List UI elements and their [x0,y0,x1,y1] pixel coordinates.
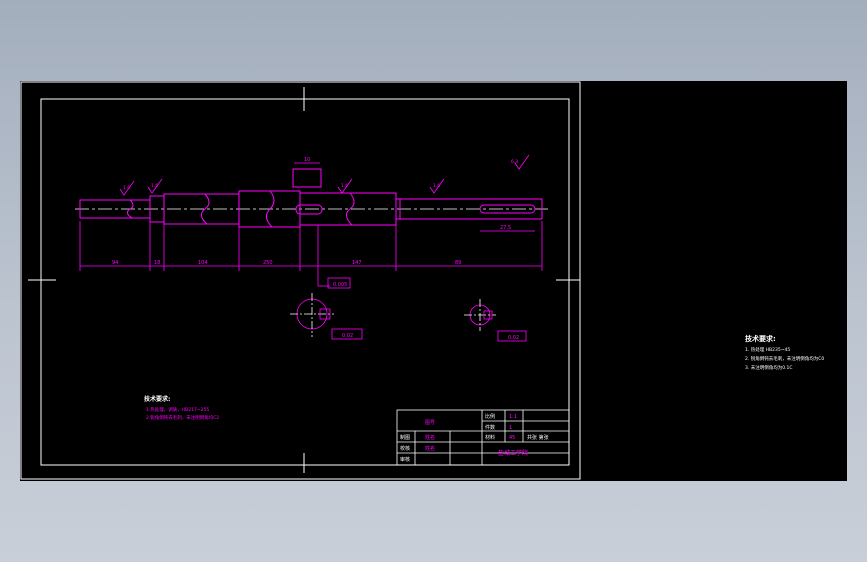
notes-right-line-2: 2. 锐角倒钝去毛刺，未注明倒角均为C0 [745,355,824,362]
notes-left-line-1: 1.热处理，调质，HB217~255 [146,406,209,413]
roughness-symbols [119,154,530,196]
dim-94: 94 [112,260,118,266]
notes-left: 技术要求: 1.热处理，调质，HB217~255 2.锐角倒钝去毛刺，未注明倒角… [144,395,219,421]
notes-left-heading: 技术要求: [144,395,170,403]
dimension-lines [79,162,543,287]
centering-marks [28,87,580,473]
sheet-outer-border [20,81,581,480]
tb-school: 盐城工学院 [498,449,528,457]
length-dims: 94 18 104 250 147 89 27.5 10 [112,157,511,266]
dim-top-key: 10 [304,157,310,163]
notes-right-line-1: 1. 热处理 HB235~45 [745,346,790,353]
roughness-2: 1.6 [151,183,158,189]
roughness-1: 1.6 [123,185,130,191]
tb-val-2: 姓名 [425,445,435,452]
runout-value: 0.005 [333,282,347,288]
tb-scale-value: 1:1 [509,414,517,420]
tb-material-label: 材料 [485,434,495,441]
dim-89: 89 [455,260,461,266]
dim-keyway: 27.5 [500,225,511,231]
dim-104: 104 [198,260,208,266]
section-view-2 [464,299,527,342]
roughness-general: 6.3 [511,159,518,165]
dim-147: 147 [352,260,362,266]
section-1-tol: 0.02 [342,333,353,339]
notes-left-line-2: 2.锐角倒钝去毛刺，未注明倒角均C2 [146,414,219,421]
sheet-inner-border [40,98,570,466]
notes-right: 技术要求: 1. 热处理 HB235~45 2. 锐角倒钝去毛刺，未注明倒角均为… [745,334,824,371]
section-view-1 [290,293,363,340]
dim-18: 18 [154,260,160,266]
tb-sheet: 共张 第张 [527,434,549,441]
tb-row-2: 校核 [400,445,410,452]
roughness-3: 1.6 [341,183,348,189]
tb-drawing-label: 图号 [425,420,435,426]
title-block [396,409,570,466]
tb-material-value: 45 [509,435,515,441]
section-2-tol: 0.02 [508,335,519,341]
cad-viewport[interactable]: 94 18 104 250 147 89 27.5 10 0.005 1.6 1… [20,81,847,481]
tb-val-1: 姓名 [425,434,435,441]
tb-count-value: 1 [509,425,512,431]
roughness-4: 1.6 [433,183,440,189]
dim-250: 250 [263,260,273,266]
tb-count-label: 件数 [485,424,495,431]
notes-right-heading: 技术要求: [745,334,776,343]
tb-row-1: 制图 [400,434,410,441]
shaft-drawing: 94 18 104 250 147 89 27.5 10 0.005 1.6 1… [20,81,824,480]
tb-row-3: 审核 [400,456,410,463]
shaft-outline [79,168,543,228]
runout-frame: 0.005 [327,277,351,289]
notes-right-line-3: 3. 未注明倒角均为0.1C [745,364,793,371]
tb-scale-label: 比例 [485,413,495,420]
